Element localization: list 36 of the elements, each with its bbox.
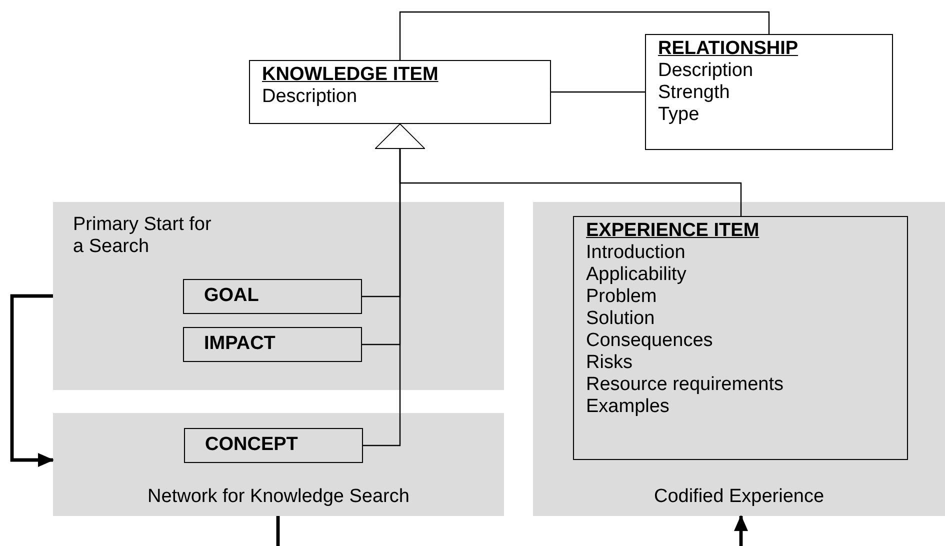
attribute-text: Applicability bbox=[586, 264, 686, 286]
panel-title: Primary Start for a Search bbox=[73, 214, 212, 258]
class-name: RELATIONSHIP bbox=[658, 38, 798, 60]
attribute-text: Consequences bbox=[586, 330, 713, 352]
connector-line bbox=[276, 516, 280, 546]
attribute-text: Description bbox=[262, 86, 358, 108]
class-name: EXPERIENCE ITEM bbox=[586, 220, 760, 242]
attribute-text: Resource requirements bbox=[586, 374, 784, 396]
concept-name: GOAL bbox=[204, 285, 259, 307]
connector-line bbox=[551, 91, 645, 93]
class-name: KNOWLEDGE ITEM bbox=[262, 64, 438, 86]
arrow bbox=[10, 294, 54, 467]
section-panel bbox=[533, 202, 945, 516]
class-box bbox=[249, 60, 551, 124]
attribute-text: Strength bbox=[658, 82, 730, 104]
connector-line bbox=[399, 11, 770, 60]
attribute-text: Examples bbox=[586, 396, 670, 418]
attribute-text: Solution bbox=[586, 308, 655, 330]
inheritance-arrow bbox=[375, 124, 742, 216]
panel-title: Network for Knowledge Search bbox=[148, 486, 410, 508]
concept-box bbox=[183, 279, 362, 314]
concept-box bbox=[183, 327, 362, 362]
concept-box bbox=[184, 428, 363, 463]
panel-title: Codified Experience bbox=[654, 486, 824, 508]
concept-name: CONCEPT bbox=[205, 434, 298, 456]
section-panel bbox=[53, 202, 504, 390]
class-box bbox=[573, 216, 908, 460]
section-panel bbox=[53, 413, 504, 516]
attribute-text: Risks bbox=[586, 352, 632, 374]
attribute-text: Introduction bbox=[586, 242, 686, 264]
attribute-text: Type bbox=[658, 104, 700, 126]
class-box bbox=[645, 34, 893, 150]
concept-name: IMPACT bbox=[204, 333, 276, 355]
arrow bbox=[734, 515, 748, 546]
attribute-text: Description bbox=[658, 60, 754, 82]
attribute-text: Problem bbox=[586, 286, 657, 308]
